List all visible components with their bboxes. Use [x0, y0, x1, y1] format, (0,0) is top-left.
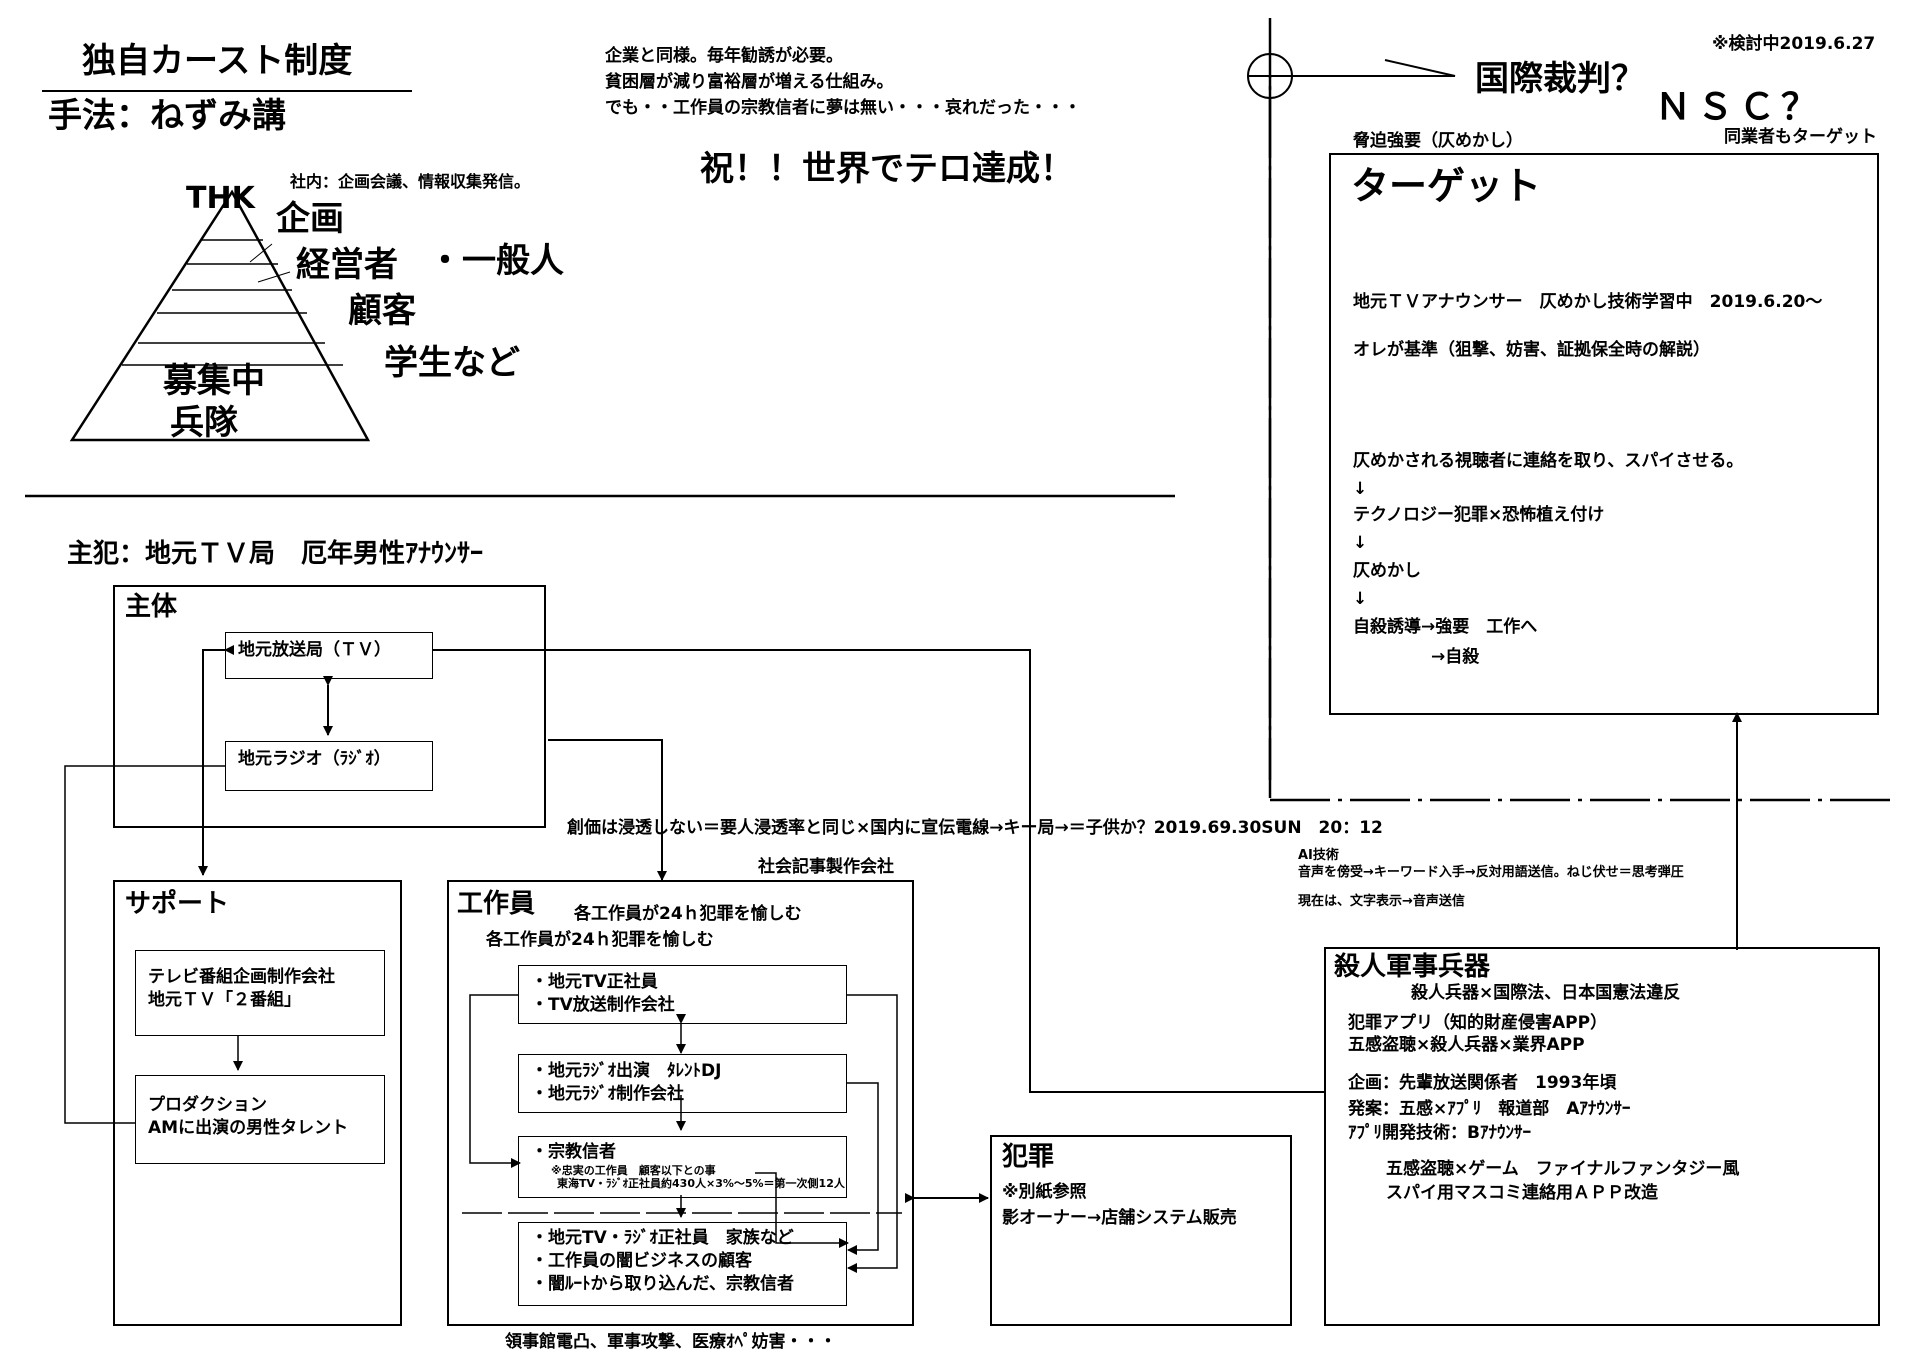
ai-note-1: AI技術	[1298, 848, 1339, 863]
bottom-note: 領事館電凸、軍事攻撃、医療ｵﾍﾟ妨害・・・	[505, 1332, 837, 1352]
target-title: ターゲット	[1351, 164, 1542, 208]
agent-box-family: ・地元TV・ﾗｼﾞｵ正社員 家族など ・工作員の闇ビジネスの顧客 ・闇ﾙｰﾄから…	[518, 1222, 847, 1306]
pyramid-planning: 企画	[276, 199, 344, 239]
center-line-1: 企業と同様。毎年勧誘が必要。	[605, 46, 843, 66]
target-arrow-2: ↓	[1353, 533, 1368, 553]
agent-b3-note-1: ※忠実の工作員 顧客以下との事	[551, 1163, 716, 1177]
weapon-sub: 殺人兵器×国際法、日本国憲法違反	[1411, 983, 1681, 1003]
support-box: サポート	[113, 880, 402, 1326]
crime-title: 犯罪	[1002, 1142, 1055, 1172]
competitors-label: 同業者もターゲット	[1724, 127, 1877, 147]
agent-box-religion: ・宗教信者 ※忠実の工作員 顧客以下との事 東海TV・ﾗｼﾞｵ正社員約430人×…	[518, 1136, 847, 1198]
weapon-line-3: 企画：先輩放送関係者 1993年頃	[1348, 1073, 1617, 1093]
agent-b4-line-2: ・工作員の闇ビジネスの顧客	[531, 1250, 752, 1271]
agent-b2-line-1: ・地元ﾗｼﾞｵ出演 ﾀﾚﾝﾄDJ	[531, 1061, 722, 1081]
pyramid-note: 社内：企画会議、情報収集発信。	[290, 172, 531, 191]
production-box: プロダクション AMに出演の男性タレント	[135, 1075, 385, 1164]
subject-title: 主体	[125, 592, 178, 622]
court-label: 国際裁判？	[1475, 59, 1645, 99]
middle-note: 創価は浸透しない＝要人浸透率と同じ×国内に宣伝電線→キー局→＝子供か？2019.…	[567, 818, 1383, 838]
agent-b3-line-1: ・宗教信者	[531, 1142, 616, 1162]
agent-b4-line-3: ・闇ﾙｰﾄから取り込んだ、宗教信者	[531, 1273, 794, 1294]
production-line-1: プロダクション	[148, 1095, 267, 1115]
agent-b3-note-2: 東海TV・ﾗｼﾞｵ正社員約430人×3%～5%＝第一次側12人	[557, 1177, 845, 1191]
threat-label: 脅迫強要（仄めかし）	[1353, 131, 1523, 151]
agent-sub-1: 各工作員が24ｈ犯罪を愉しむ	[574, 904, 802, 924]
target-line-4: テクノロジー犯罪×恐怖植え付け	[1353, 505, 1605, 525]
weapon-box: 殺人軍事兵器 殺人兵器×国際法、日本国憲法違反 犯罪アプリ（知的財産侵害APP）…	[1324, 947, 1880, 1326]
support-title: サポート	[125, 889, 230, 919]
caste-title: 独自カースト制度	[82, 41, 353, 81]
local-tv-box: 地元放送局（ＴＶ）	[225, 632, 433, 679]
center-line-3: でも・・工作員の宗教信者に夢は無い・・・哀れだった・・・	[605, 98, 1081, 118]
pyramid-executive: 経営者	[296, 245, 398, 285]
pyramid-customer: 顧客	[348, 291, 416, 331]
agent-box: 工作員 各工作員が24ｈ犯罪を愉しむ 各工作員が24ｈ犯罪を愉しむ	[447, 880, 914, 1326]
weapon-line-7: スパイ用マスコミ連絡用ＡＰＰ改造	[1386, 1183, 1658, 1203]
pyramid-general: ・一般人	[428, 241, 564, 281]
target-arrow-1: ↓	[1353, 479, 1368, 499]
weapon-line-2: 五感盗聴×殺人兵器×業界APP	[1348, 1035, 1585, 1055]
crime-box: 犯罪 ※別紙参照 影オーナー→店舗システム販売	[990, 1135, 1292, 1326]
tv-production-box: テレビ番組企画制作会社 地元ＴＶ「２番組」	[135, 950, 385, 1036]
agent-b1-line-2: ・TV放送制作会社	[531, 994, 675, 1015]
crime-line-1: ※別紙参照	[1002, 1182, 1087, 1202]
agent-b2-line-2: ・地元ﾗｼﾞｵ制作会社	[531, 1083, 684, 1104]
pyramid-soldiers: 兵隊	[170, 403, 238, 443]
pyramid-top-label: THK	[186, 181, 255, 216]
target-line-5: 仄めかし	[1353, 561, 1421, 581]
agent-box-tv: ・地元TV正社員 ・TV放送制作会社	[518, 965, 847, 1024]
agent-title: 工作員	[457, 889, 536, 919]
target-line-1: 地元ＴＶアナウンサー 仄めかし技術学習中 2019.6.20～	[1353, 292, 1823, 312]
ai-note-2: 音声を傍受→キーワード入手→反対用語送信。ねじ伏せ＝思考弾圧	[1298, 865, 1684, 880]
target-line-7: →自殺	[1431, 647, 1480, 667]
weapon-line-4: 発案：五感×ｱﾌﾟﾘ 報道部 Aｱﾅｳﾝｻｰ	[1348, 1099, 1631, 1119]
weapon-line-6: 五感盗聴×ゲーム ファイナルファンタジー風	[1386, 1159, 1740, 1179]
agent-sub-2: 各工作員が24ｈ犯罪を愉しむ	[486, 930, 714, 950]
local-radio-box: 地元ラジオ（ﾗｼﾞｵ）	[225, 741, 433, 791]
weapon-line-5: ｱﾌﾟﾘ開発技術：Bｱﾅｳﾝｻｰ	[1348, 1123, 1531, 1143]
review-note: ※検討中2019.6.27	[1712, 34, 1876, 54]
target-line-2: オレが基準（狙撃、妨害、証拠保全時の解説）	[1353, 340, 1710, 360]
tv-production-line-2: 地元ＴＶ「２番組」	[148, 989, 301, 1010]
weapon-line-1: 犯罪アプリ（知的財産侵害APP）	[1348, 1013, 1608, 1033]
center-line-2: 貧困層が減り富裕層が増える仕組み。	[605, 72, 894, 92]
production-line-2: AMに出演の男性タレント	[148, 1117, 349, 1138]
main-culprit: 主犯：地元ＴＶ局 厄年男性ｱﾅｳﾝｻｰ	[67, 539, 484, 569]
local-tv-label: 地元放送局（ＴＶ）	[238, 640, 391, 660]
method-label: 手法：ねずみ講	[48, 96, 286, 136]
target-line-3: 仄めかされる視聴者に連絡を取り、スパイさせる。	[1353, 451, 1744, 471]
local-radio-label: 地元ラジオ（ﾗｼﾞｵ）	[238, 749, 391, 769]
social-article-label: 社会記事製作会社	[758, 857, 894, 877]
agent-b1-line-1: ・地元TV正社員	[531, 972, 658, 992]
pyramid	[69, 189, 371, 442]
agent-box-radio: ・地元ﾗｼﾞｵ出演 ﾀﾚﾝﾄDJ ・地元ﾗｼﾞｵ制作会社	[518, 1054, 847, 1113]
pyramid-recruit: 募集中	[163, 361, 265, 401]
headline: 祝！！世界でテロ達成！	[700, 149, 1074, 189]
nsc-label: ＮＳＣ？	[1655, 87, 1824, 128]
agent-b4-line-1: ・地元TV・ﾗｼﾞｵ正社員 家族など	[531, 1228, 794, 1248]
target-arrow-3: ↓	[1353, 589, 1368, 609]
tv-production-line-1: テレビ番組企画制作会社	[148, 967, 335, 987]
target-box: ターゲット 地元ＴＶアナウンサー 仄めかし技術学習中 2019.6.20～ オレ…	[1329, 153, 1879, 715]
crime-line-2: 影オーナー→店舗システム販売	[1002, 1208, 1237, 1228]
weapon-title: 殺人軍事兵器	[1334, 952, 1491, 982]
subject-box: 主体	[113, 585, 546, 828]
pyramid-students: 学生など	[384, 343, 520, 383]
ai-note-3: 現在は、文字表示→音声送信	[1298, 894, 1465, 909]
target-line-6: 自殺誘導→強要 工作へ	[1353, 617, 1538, 637]
